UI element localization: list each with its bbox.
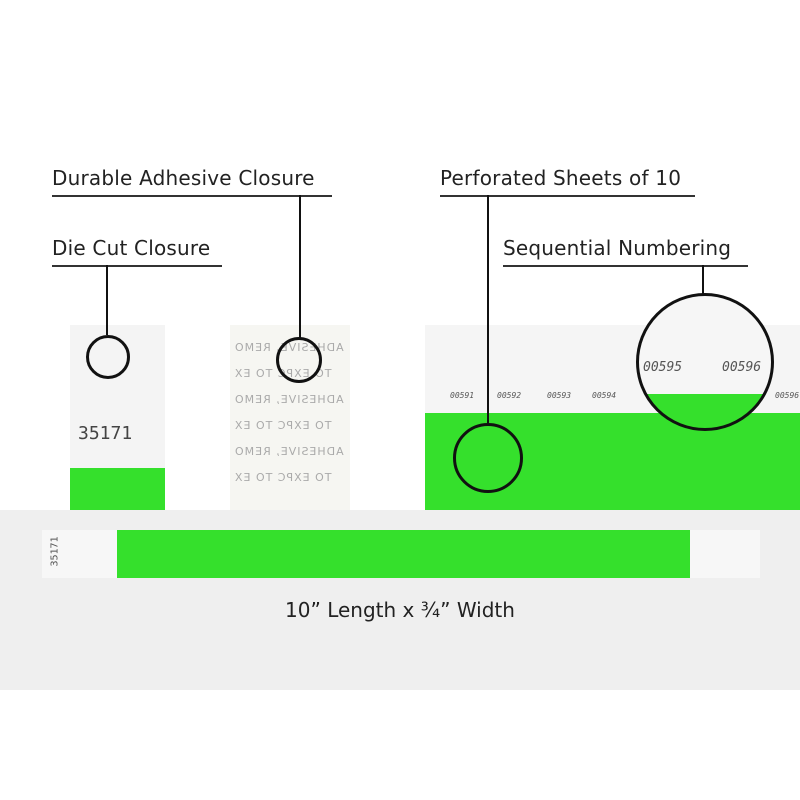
underline <box>503 265 748 267</box>
underline <box>52 265 222 267</box>
label-adhesive-closure: Durable Adhesive Closure <box>52 166 315 190</box>
sheet-number: 00592 <box>497 391 522 400</box>
liner-text: ADHESIVE, REMO <box>234 393 344 406</box>
liner-text: ADHESIVE, REMO <box>234 445 344 458</box>
dimensions-label: 10” Length x ¾” Width <box>285 598 515 622</box>
label-sequential-numbering: Sequential Numbering <box>503 236 732 260</box>
callout-circle <box>276 337 322 383</box>
sheet-number: 00593 <box>547 391 572 400</box>
liner-text: TO EXPC TO EX <box>234 419 332 432</box>
magnifier-circle <box>636 293 774 431</box>
label-perforated-sheets: Perforated Sheets of 10 <box>440 166 682 190</box>
label-die-cut-closure: Die Cut Closure <box>52 236 211 260</box>
liner-text: TO EXPC TO EX <box>234 471 332 484</box>
sheet-number: 00596 <box>775 391 800 400</box>
band-number: 35171 <box>78 423 133 444</box>
underline <box>440 195 695 197</box>
callout-line <box>299 195 301 338</box>
callout-circle <box>86 335 130 379</box>
callout-circle <box>453 423 523 493</box>
underline <box>52 195 332 197</box>
callout-line <box>702 265 704 295</box>
band-number: 35171 <box>49 536 61 567</box>
green-strip <box>117 530 690 578</box>
callout-line <box>487 195 489 423</box>
callout-line <box>106 265 108 335</box>
full-wristband: 35171 <box>42 530 760 578</box>
sheet-number: 00594 <box>592 391 617 400</box>
green-strip <box>70 468 165 510</box>
sheet-number: 00591 <box>450 391 475 400</box>
